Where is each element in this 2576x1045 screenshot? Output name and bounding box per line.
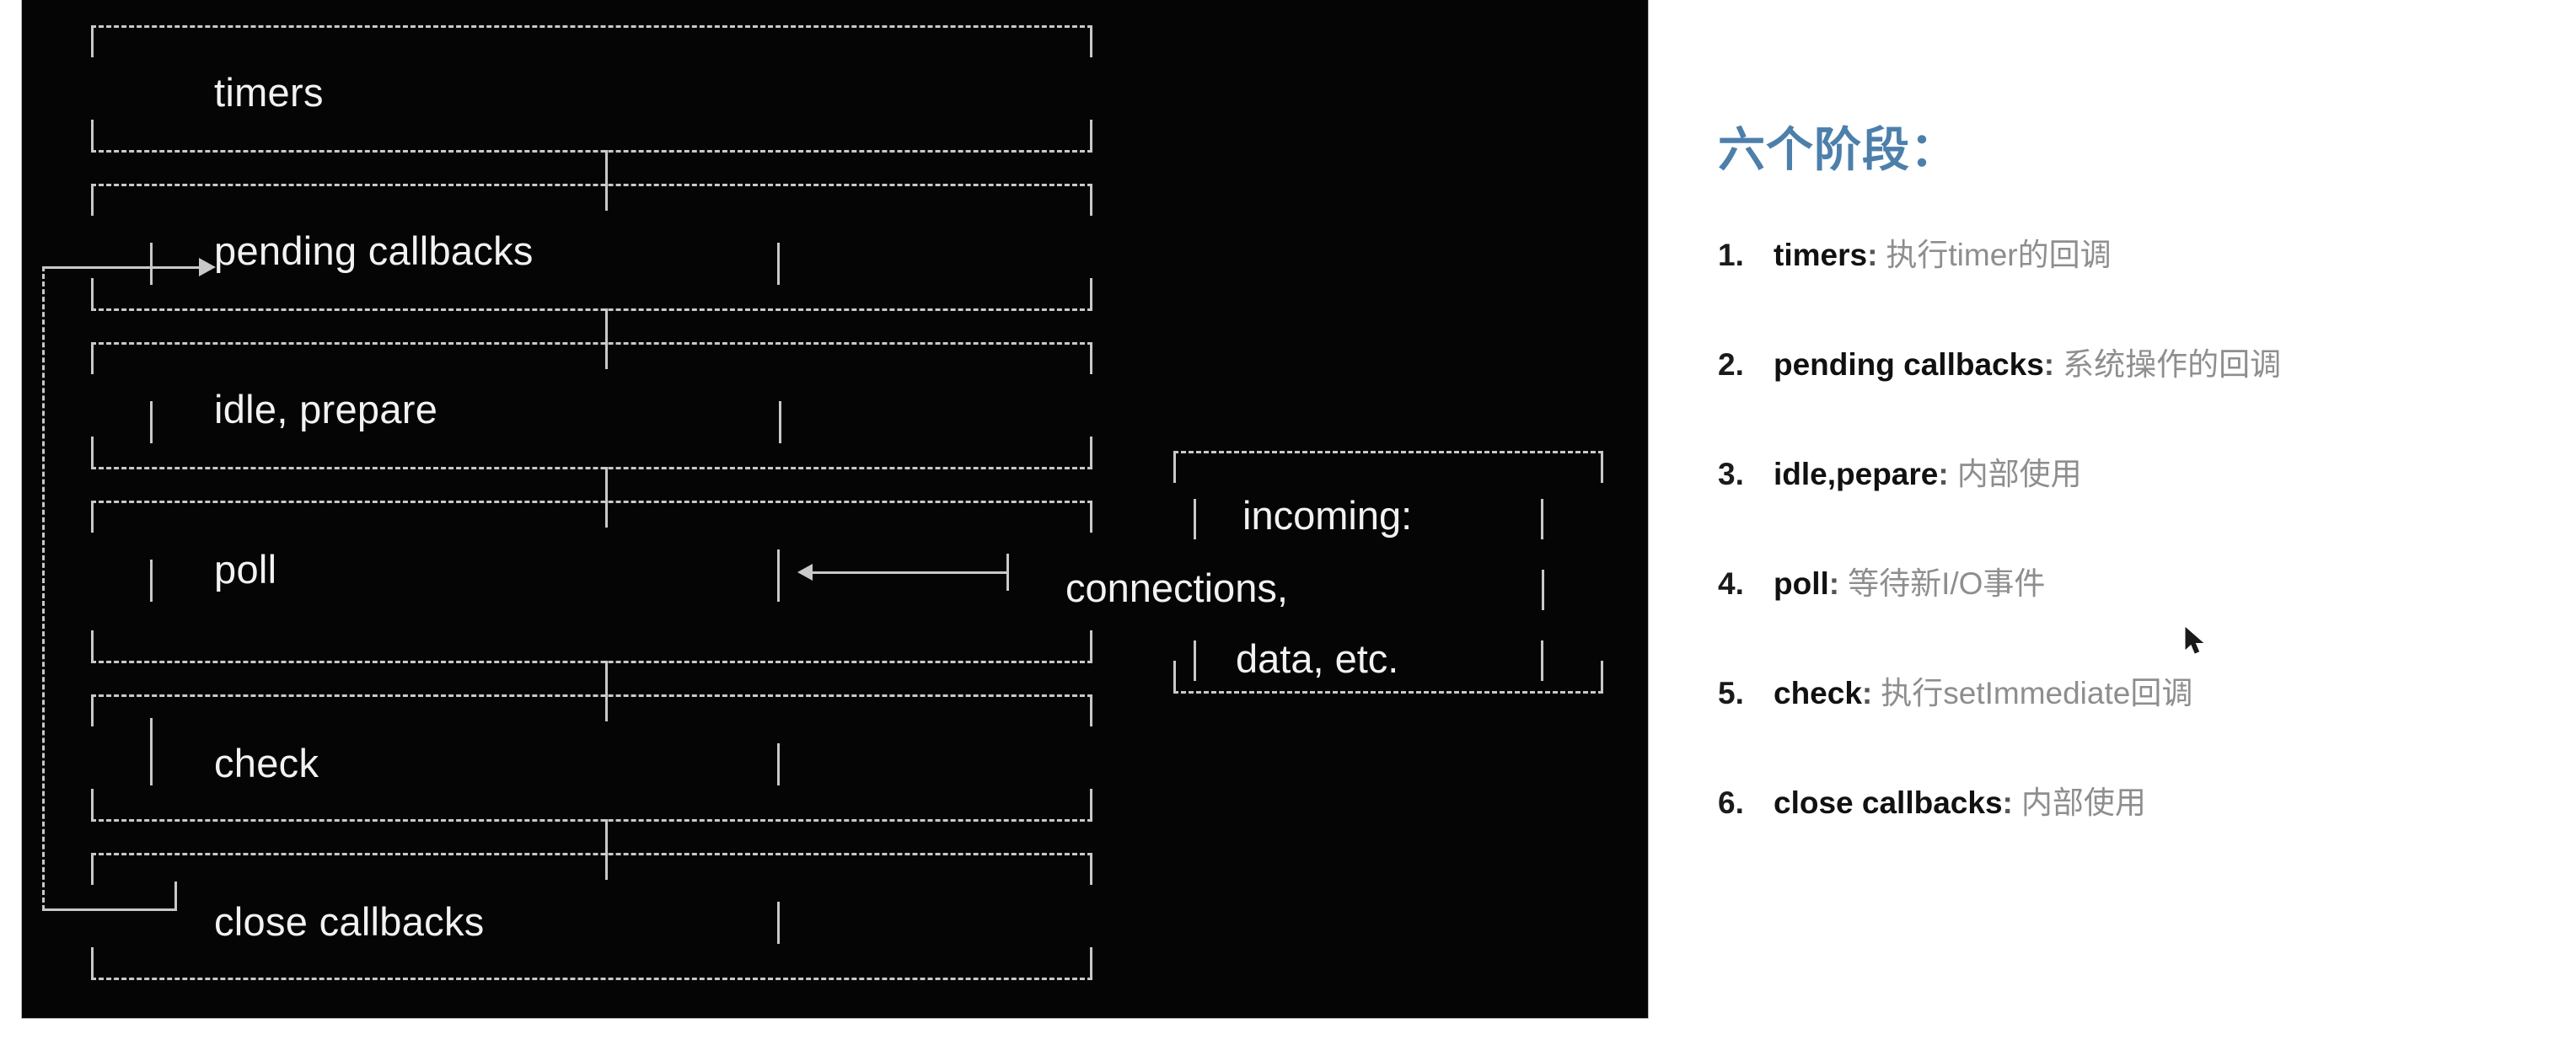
list-item-term: poll (1774, 566, 1829, 601)
connector-2 (605, 308, 608, 369)
connector-3 (605, 467, 608, 528)
loopback-top (42, 266, 202, 269)
event-loop-diagram: timers pending callbacks idle, prepare (22, 0, 1648, 1018)
list-item: 1. timers : 执行timer的回调 (1718, 239, 2569, 294)
io-to-poll-line (810, 571, 1008, 574)
io-label-line2: connections, (1065, 565, 1288, 610)
connector-4 (605, 661, 608, 721)
loopback-bottom (42, 908, 177, 911)
list-item-desc: 内部使用 (1956, 457, 2082, 491)
list-item: 5. check : 执行setImmediate回调 (1718, 678, 2569, 732)
phase-label-idle-prepare: idle, prepare (214, 387, 438, 431)
list-item-term: pending callbacks (1774, 347, 2044, 382)
list-item-term: check (1774, 676, 1862, 710)
list-item-colon: : (1861, 676, 1873, 710)
list-item-desc: 执行setImmediate回调 (1881, 676, 2193, 710)
list-item-colon: : (1938, 457, 1949, 491)
phase-label-poll: poll (214, 547, 277, 592)
list-item-number: 2. (1718, 347, 1744, 382)
arrow-into-poll-icon (797, 564, 813, 581)
list-item: 6. close callbacks : 内部使用 (1718, 787, 2569, 842)
phase-label-close-callbacks: close callbacks (214, 899, 485, 944)
list-item-term: timers (1774, 238, 1868, 272)
mouse-pointer-icon (2185, 627, 2204, 654)
list-item-colon: : (2002, 785, 2013, 820)
phase-label-pending-callbacks: pending callbacks (214, 228, 534, 273)
notes-title: 六个阶段： (1718, 123, 1958, 176)
list-item-term: idle,pepare (1774, 457, 1939, 491)
phase-label-check: check (214, 741, 319, 785)
list-item-term: close callbacks (1774, 785, 2003, 820)
list-item-number: 6. (1718, 785, 1744, 820)
notes-panel: 六个阶段： 1. timers : 执行timer的回调 2. pending … (1677, 0, 2576, 1045)
io-label-line3: data, etc. (1236, 636, 1399, 681)
list-item-desc: 系统操作的回调 (2063, 347, 2282, 382)
list-item-number: 5. (1718, 676, 1744, 710)
connector-1 (605, 150, 608, 211)
list-item-number: 3. (1718, 457, 1744, 491)
loopback-spine (42, 266, 45, 910)
list-item-desc: 执行timer的回调 (1886, 238, 2112, 272)
arrow-into-timers-icon (199, 258, 216, 276)
list-item: 3. idle,pepare : 内部使用 (1718, 458, 2569, 513)
phase-notes-list: 1. timers : 执行timer的回调 2. pending callba… (1718, 239, 2569, 897)
list-item-colon: : (1867, 238, 1878, 272)
list-item-desc: 内部使用 (2021, 785, 2146, 820)
list-item: 4. poll : 等待新I/O事件 (1718, 568, 2569, 623)
list-item-number: 4. (1718, 566, 1744, 601)
loopback-bottom-stub (174, 882, 177, 910)
list-item-colon: : (2043, 347, 2055, 382)
connector-5 (605, 819, 608, 880)
phase-label-timers: timers (214, 70, 324, 115)
list-item-colon: : (1828, 566, 1840, 601)
io-to-poll-endstub (1006, 554, 1009, 591)
list-item-number: 1. (1718, 238, 1744, 272)
list-item-desc: 等待新I/O事件 (1848, 566, 2046, 601)
io-label-line1: incoming: (1242, 493, 1413, 538)
list-item: 2. pending callbacks : 系统操作的回调 (1718, 349, 2569, 404)
